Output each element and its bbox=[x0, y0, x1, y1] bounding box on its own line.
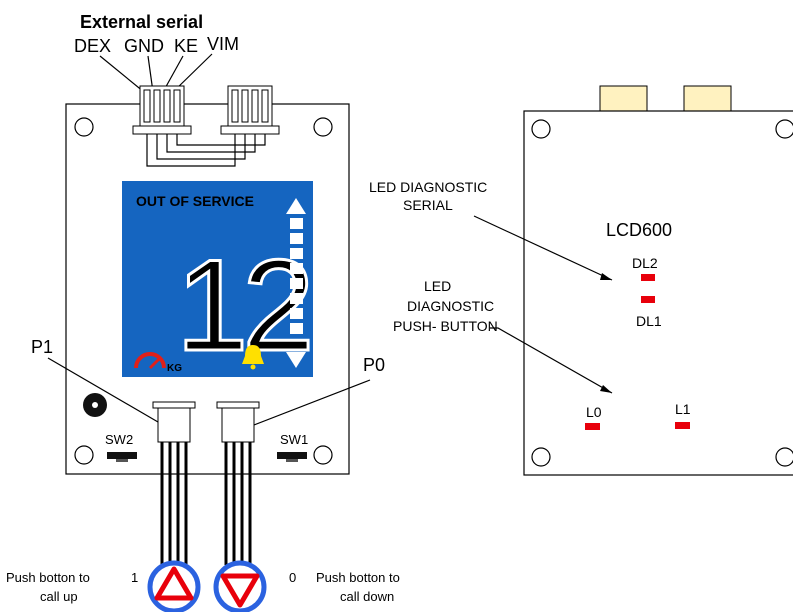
label-sw1: SW1 bbox=[280, 432, 308, 447]
led-dl2 bbox=[641, 274, 655, 281]
led-l1 bbox=[675, 422, 690, 429]
lcd-kg-label: KG bbox=[167, 363, 182, 374]
switch-sw2-base bbox=[116, 459, 128, 462]
button-led-label-line3: PUSH- BUTTON bbox=[393, 318, 498, 334]
button-led-label-line2: DIAGNOSTIC bbox=[407, 298, 494, 314]
serial-led-leader bbox=[473, 215, 613, 281]
serial-title: External serial bbox=[80, 12, 203, 32]
right-mount-hole-tr bbox=[775, 119, 793, 139]
lcd-gauge-icon bbox=[134, 352, 166, 370]
up-button-caption-line2: call up bbox=[40, 589, 78, 604]
led-l0-label: L0 bbox=[586, 404, 602, 420]
label-p0: P0 bbox=[363, 355, 385, 375]
right-mount-hole-tl bbox=[531, 119, 551, 139]
lcd-screen bbox=[122, 181, 313, 377]
cable-p0 bbox=[224, 442, 252, 565]
switch-sw2 bbox=[107, 452, 137, 459]
up-arrow-icon bbox=[154, 566, 194, 601]
lcd-display: OUT OF SERVICE 12 KG bbox=[122, 181, 316, 380]
led-l1-label: L1 bbox=[675, 401, 691, 417]
call-down-button[interactable] bbox=[213, 560, 267, 612]
call-up-button[interactable] bbox=[147, 560, 201, 612]
down-button-caption-line1: Push botton to bbox=[316, 570, 400, 585]
down-button-caption-line2: call down bbox=[340, 589, 394, 604]
lcd-up-arrow-icon bbox=[286, 198, 306, 214]
serial-pin-gnd: GND bbox=[124, 36, 164, 56]
serial-connector-right bbox=[220, 85, 280, 135]
lcd-bell-icon bbox=[242, 345, 264, 364]
serial-crossover-wires bbox=[146, 134, 266, 167]
mount-hole-tr bbox=[313, 117, 333, 137]
connector-p0 bbox=[216, 401, 260, 443]
mount-hole-bl bbox=[74, 445, 94, 465]
buzzer-icon bbox=[83, 393, 107, 417]
switch-sw1-base bbox=[286, 459, 298, 462]
label-sw2: SW2 bbox=[105, 432, 133, 447]
button-led-leader bbox=[490, 327, 613, 394]
down-button-number: 0 bbox=[289, 570, 296, 585]
right-board-tab-left bbox=[599, 85, 648, 113]
up-button-caption-line1: Push botton to bbox=[6, 570, 90, 585]
serial-pin-dex: DEX bbox=[74, 36, 111, 56]
led-dl1-label: DL1 bbox=[636, 313, 662, 329]
label-p1: P1 bbox=[31, 337, 53, 357]
serial-led-label-line2: SERIAL bbox=[403, 197, 453, 213]
connector-p1 bbox=[152, 401, 196, 443]
serial-pin-ke: KE bbox=[174, 36, 198, 56]
right-mount-hole-br bbox=[775, 447, 793, 467]
led-dl1 bbox=[641, 296, 655, 303]
led-dl2-label: DL2 bbox=[632, 255, 658, 271]
switch-sw1 bbox=[277, 452, 307, 459]
lcd-bell-clapper bbox=[250, 364, 256, 370]
p1-leader-line bbox=[47, 357, 159, 423]
p0-leader-line bbox=[253, 379, 371, 426]
right-board bbox=[523, 110, 793, 476]
right-board-model: LCD600 bbox=[606, 220, 672, 240]
serial-pin-vim: VIM bbox=[207, 34, 239, 54]
right-mount-hole-bl bbox=[531, 447, 551, 467]
up-button-number: 1 bbox=[131, 570, 138, 585]
cable-p1 bbox=[160, 442, 188, 565]
button-led-leader-arrowhead bbox=[600, 385, 612, 393]
down-arrow-icon bbox=[220, 573, 260, 608]
mount-hole-br bbox=[313, 445, 333, 465]
mount-hole-tl bbox=[74, 117, 94, 137]
button-led-label-line1: LED bbox=[424, 278, 451, 294]
lcd-status-text: OUT OF SERVICE bbox=[136, 193, 254, 209]
serial-led-label-line1: LED DIAGNOSTIC bbox=[369, 179, 487, 195]
led-l0 bbox=[585, 423, 600, 430]
right-board-tab-right bbox=[683, 85, 732, 113]
serial-led-leader-arrowhead bbox=[600, 273, 612, 280]
lcd-level-bar bbox=[290, 218, 303, 334]
serial-connector-left bbox=[132, 85, 192, 135]
lcd-down-arrow-icon bbox=[286, 352, 306, 368]
